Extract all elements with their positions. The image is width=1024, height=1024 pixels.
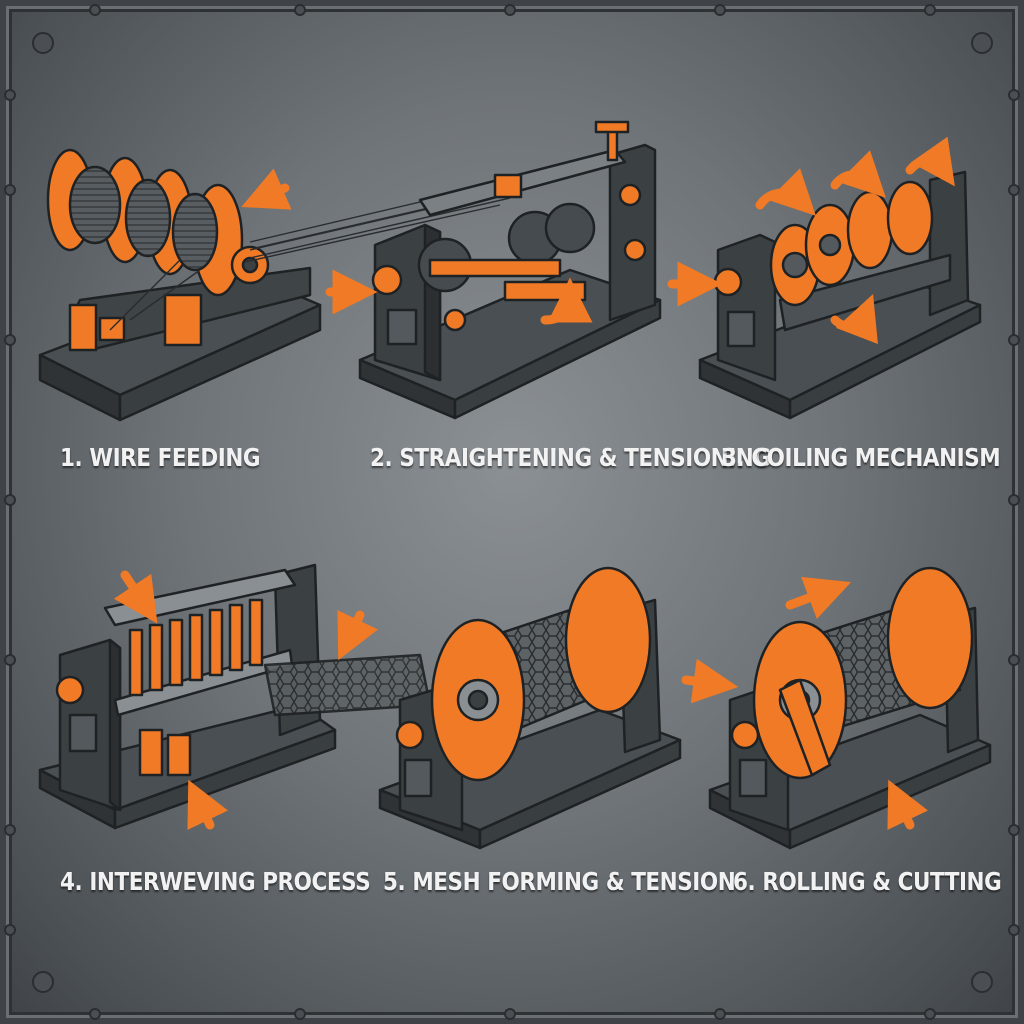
- straightening-machine: [358, 120, 662, 420]
- step-label-mesh-forming: 5. MESH FORMING & TENSION: [383, 867, 736, 896]
- step-label-rolling-cutting: 6. ROLLING & CUTTING: [733, 867, 1002, 896]
- mesh-forming-machine: [378, 566, 682, 850]
- wire-feeding-machine: [38, 148, 322, 422]
- rivets: [4, 4, 1020, 1020]
- rolling-cutting-machine: [708, 566, 992, 850]
- step-label-wire-feeding: 1. WIRE FEEDING: [60, 443, 261, 472]
- step-label-interweaving: 4. INTERWEVING PROCESS: [60, 867, 371, 896]
- step-label-coiling: 3. COILING MECHANISM: [722, 443, 1001, 472]
- step-label-straightening: 2. STRAIGHTENING & TENSIONING: [370, 443, 771, 472]
- interweaving-machine: [38, 563, 432, 830]
- coiling-machine: [698, 170, 982, 420]
- flow-arrows: [113, 136, 955, 831]
